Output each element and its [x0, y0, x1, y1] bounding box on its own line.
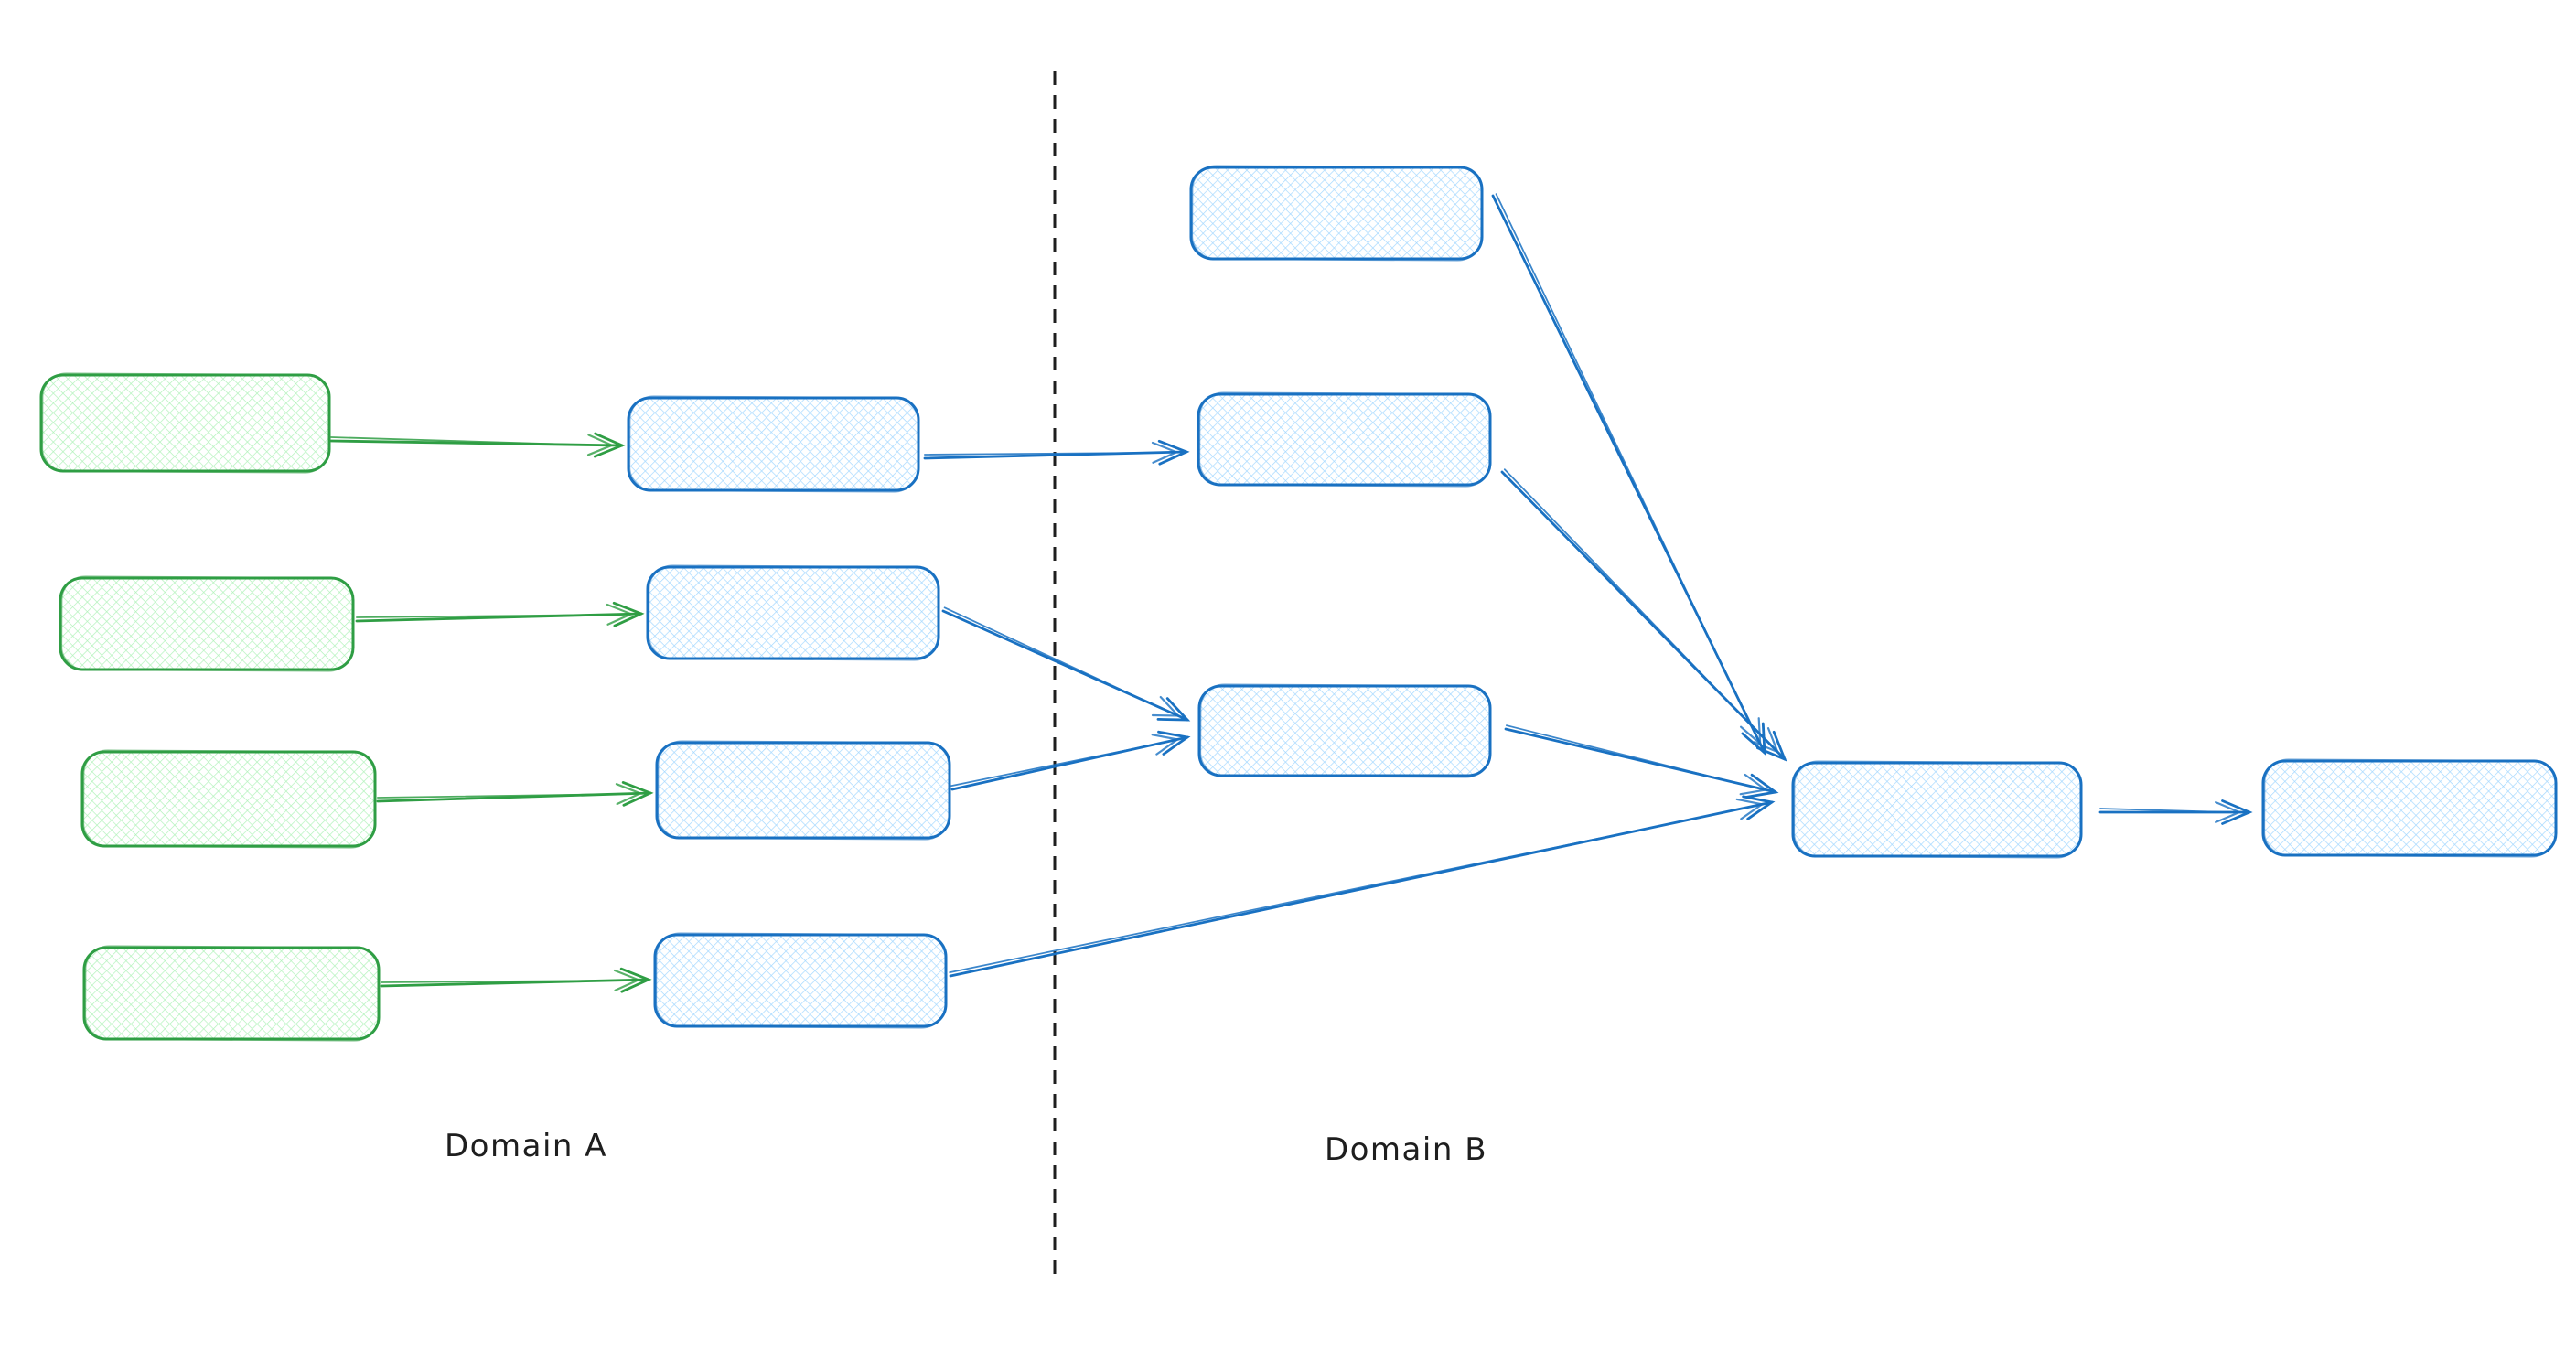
node-a2 [59, 575, 355, 672]
edge-b3-c3 [950, 730, 1191, 791]
node-a4 [82, 945, 381, 1042]
edge-b1-c2 [923, 439, 1190, 466]
node-b1 [627, 395, 920, 493]
edge-b4-agg [949, 795, 1776, 978]
edge-a3-b3 [376, 781, 654, 807]
edge-a1-b1 [329, 432, 626, 458]
edge-c2-agg [1500, 468, 1787, 762]
node-b2 [646, 564, 940, 661]
edges-layer [329, 193, 2253, 993]
edge-b2-c3 [941, 606, 1191, 722]
node-a1 [39, 372, 331, 474]
edge-c1-agg [1491, 193, 1766, 756]
edge-agg-out [2098, 799, 2253, 825]
edge-c3-agg [1504, 724, 1779, 799]
nodes-layer [39, 165, 2558, 1042]
domain-a-label: Domain A [445, 1128, 607, 1164]
domain-b-label: Domain B [1325, 1131, 1487, 1168]
node-b3 [655, 740, 951, 841]
node-c3 [1197, 683, 1492, 778]
node-agg [1791, 760, 2083, 859]
node-c1 [1189, 165, 1484, 262]
edge-a2-b2 [355, 601, 645, 627]
node-c2 [1197, 391, 1492, 488]
node-out [2261, 758, 2558, 858]
edge-a4-b4 [380, 967, 652, 993]
node-a3 [80, 749, 377, 849]
node-b4 [653, 932, 948, 1029]
